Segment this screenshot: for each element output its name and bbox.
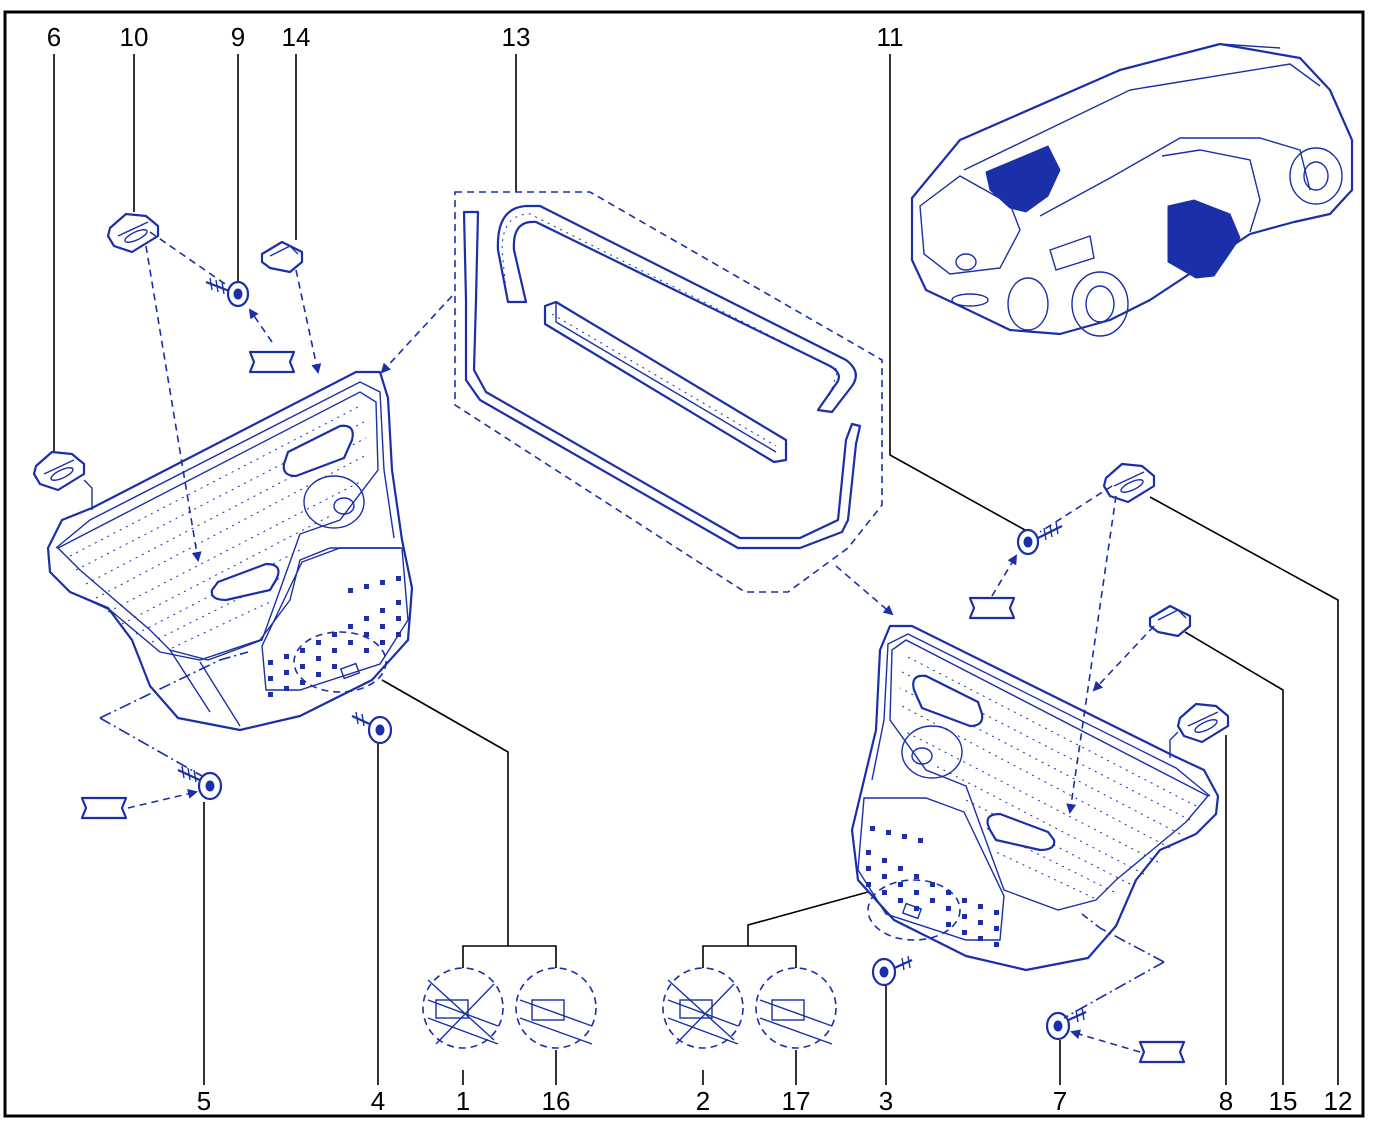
callout-14: 14 [282,22,311,52]
clip-6 [32,450,93,510]
callout-9: 9 [231,22,245,52]
replace-part-icon [248,350,296,374]
screw-7 [1045,1007,1087,1041]
replace-part-icon [1138,1040,1186,1064]
right-door-trim-panel [850,624,1220,972]
callout-6: 6 [47,22,61,52]
rear-door-highlight [985,145,1061,213]
callout-5: 5 [197,1086,211,1116]
speaker-grille-holes-left [268,576,401,697]
clip-8 [1169,702,1230,758]
replace-part-icon [968,596,1016,620]
screw-9 [205,277,250,308]
callout-8: 8 [1219,1086,1233,1116]
clip-12 [1102,462,1156,504]
clip-10 [106,212,160,254]
left-door-trim-panel [46,370,414,732]
speaker-grille-holes-right [866,826,999,947]
callout-11: 11 [877,22,904,52]
bracket-15 [1148,604,1192,638]
detail-2-not-used [662,967,744,1049]
front-door-highlight [1167,199,1241,279]
detail-16 [515,967,597,1049]
bracket-14 [260,240,304,274]
callout-3: 3 [879,1086,893,1116]
detail-17 [755,967,837,1049]
callout-4: 4 [371,1086,385,1116]
screw-5 [177,765,223,801]
callout-17: 17 [782,1086,811,1116]
replace-part-icon [80,796,128,820]
leader-lines [53,54,1339,1085]
callout-7: 7 [1053,1086,1067,1116]
detail-1-not-used [422,967,504,1049]
callout-15: 15 [1269,1086,1298,1116]
callout-16: 16 [542,1086,571,1116]
callout-10: 10 [120,22,149,52]
callout-2: 2 [696,1086,710,1116]
callout-12: 12 [1324,1086,1353,1116]
callout-13: 13 [502,22,531,52]
screw-4 [351,711,393,745]
assembly-path-lines [99,231,1165,1053]
vehicle-locator-view [910,42,1354,337]
drawing-frame [3,10,1365,1118]
screw-11 [1016,521,1063,556]
callout-1: 1 [456,1086,470,1116]
screw-3 [871,955,913,987]
weatherstrip-seal-kit [454,191,883,593]
